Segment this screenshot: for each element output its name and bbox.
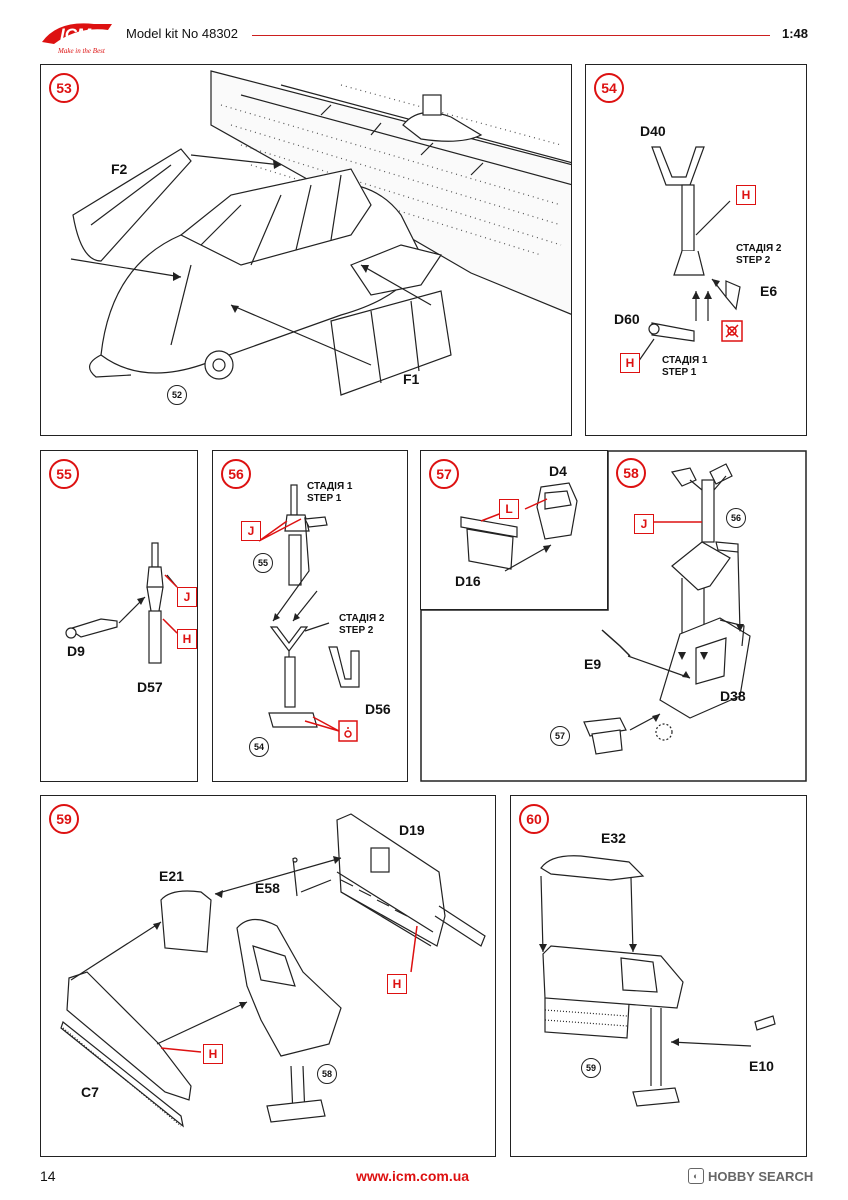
- part-label-d4: D4: [549, 463, 567, 479]
- step-55-panel: 55 J H D9 D57: [40, 450, 198, 782]
- step-56-panel: 56 СТАДІЯ 1 STEP 1 J 55 СТАДІЯ 2 STEP 2 …: [212, 450, 408, 782]
- step-58-panel: 58 J 56 E9 D38 57: [420, 450, 807, 782]
- watermark-icon: ◐: [688, 1168, 704, 1184]
- stage2-ua: СТАДІЯ 2: [736, 243, 782, 254]
- step-59-panel: 59 D19 E21 E58 H H 58 C7: [40, 795, 496, 1157]
- part-label-e10: E10: [749, 1058, 774, 1074]
- step-57-badge: 57: [429, 459, 459, 489]
- stage1-ua: СТАДІЯ 1: [307, 481, 353, 492]
- part-label-e32: E32: [601, 830, 626, 846]
- step-60-panel: 60 E32 E10 59: [510, 795, 807, 1157]
- step-56-illustration: [258, 484, 360, 742]
- stage2-en: STEP 2: [339, 625, 374, 636]
- step-60-badge: 60: [519, 804, 549, 834]
- step-59-illustration: [60, 813, 486, 1128]
- step-55-badge: 55: [49, 459, 79, 489]
- ref-step-58: 58: [317, 1064, 337, 1084]
- step-54-panel: 54 D40 H СТАДІЯ 2 STEP 2 E6 D60 H СТАДІЯ…: [585, 64, 807, 436]
- part-label-d16: D16: [455, 573, 481, 589]
- step-57-panel: 57 D4 L D16: [420, 450, 608, 610]
- step-54-illustration: [635, 146, 743, 366]
- ref-step-56: 56: [726, 508, 746, 528]
- part-label-d38: D38: [720, 688, 746, 704]
- step-60-illustration: [539, 855, 776, 1107]
- svg-text:ICM: ICM: [60, 25, 92, 44]
- part-label-d60: D60: [614, 311, 640, 327]
- step-57-illustration: [460, 482, 578, 572]
- stage1-en: STEP 1: [662, 367, 697, 378]
- watermark: ◐ HOBBY SEARCH: [688, 1168, 813, 1184]
- step-58-illustration: [420, 450, 807, 782]
- step-58-badge: 58: [616, 458, 646, 488]
- step-54-badge: 54: [594, 73, 624, 103]
- step-53-badge: 53: [49, 73, 79, 103]
- ref-step-57: 57: [550, 726, 570, 746]
- page-number: 14: [40, 1168, 56, 1184]
- part-label-e6: E6: [760, 283, 778, 299]
- part-label-e9: E9: [584, 656, 602, 672]
- part-label-d40: D40: [640, 123, 666, 139]
- color-tag-j: J: [634, 514, 654, 534]
- color-tag-j: J: [177, 587, 197, 607]
- part-label-e21: E21: [159, 868, 184, 884]
- step-53-panel: 53 F2 F1 52: [40, 64, 572, 436]
- footer-url[interactable]: www.icm.com.ua: [356, 1168, 470, 1184]
- kit-title: Model kit No 48302: [126, 26, 239, 41]
- stage1-ua: СТАДІЯ 1: [662, 355, 708, 366]
- icm-logo: ICM Make in the Best: [38, 16, 116, 56]
- step-55-illustration: [65, 542, 178, 664]
- stage2-en: STEP 2: [736, 255, 771, 266]
- ref-step-54: 54: [249, 737, 269, 757]
- color-tag-h-2: H: [203, 1044, 223, 1064]
- part-label-d56: D56: [365, 701, 391, 717]
- stage2-ua: СТАДІЯ 2: [339, 613, 385, 624]
- part-label-d57: D57: [137, 679, 163, 695]
- logo-tagline: Make in the Best: [57, 47, 106, 55]
- color-tag-h-1: H: [736, 185, 756, 205]
- color-tag-h-1: H: [387, 974, 407, 994]
- kit-scale: 1:48: [781, 26, 808, 41]
- part-label-f2: F2: [111, 161, 128, 177]
- ref-step-55: 55: [253, 553, 273, 573]
- color-tag-h: H: [177, 629, 197, 649]
- stage1-en: STEP 1: [307, 493, 342, 504]
- color-tag-h-2: H: [620, 353, 640, 373]
- watermark-text: HOBBY SEARCH: [708, 1168, 814, 1184]
- ref-step-59: 59: [581, 1058, 601, 1078]
- part-label-c7: C7: [81, 1084, 99, 1100]
- part-label-d9: D9: [67, 643, 85, 659]
- step-53-illustration: [70, 70, 571, 396]
- color-tag-l: L: [499, 499, 519, 519]
- color-tag-j: J: [241, 521, 261, 541]
- step-56-badge: 56: [221, 459, 251, 489]
- part-label-d19: D19: [399, 822, 425, 838]
- part-label-f1: F1: [403, 371, 420, 387]
- step-59-badge: 59: [49, 804, 79, 834]
- header-rule: [252, 35, 770, 36]
- part-label-e58: E58: [255, 880, 280, 896]
- ref-step-52: 52: [167, 385, 187, 405]
